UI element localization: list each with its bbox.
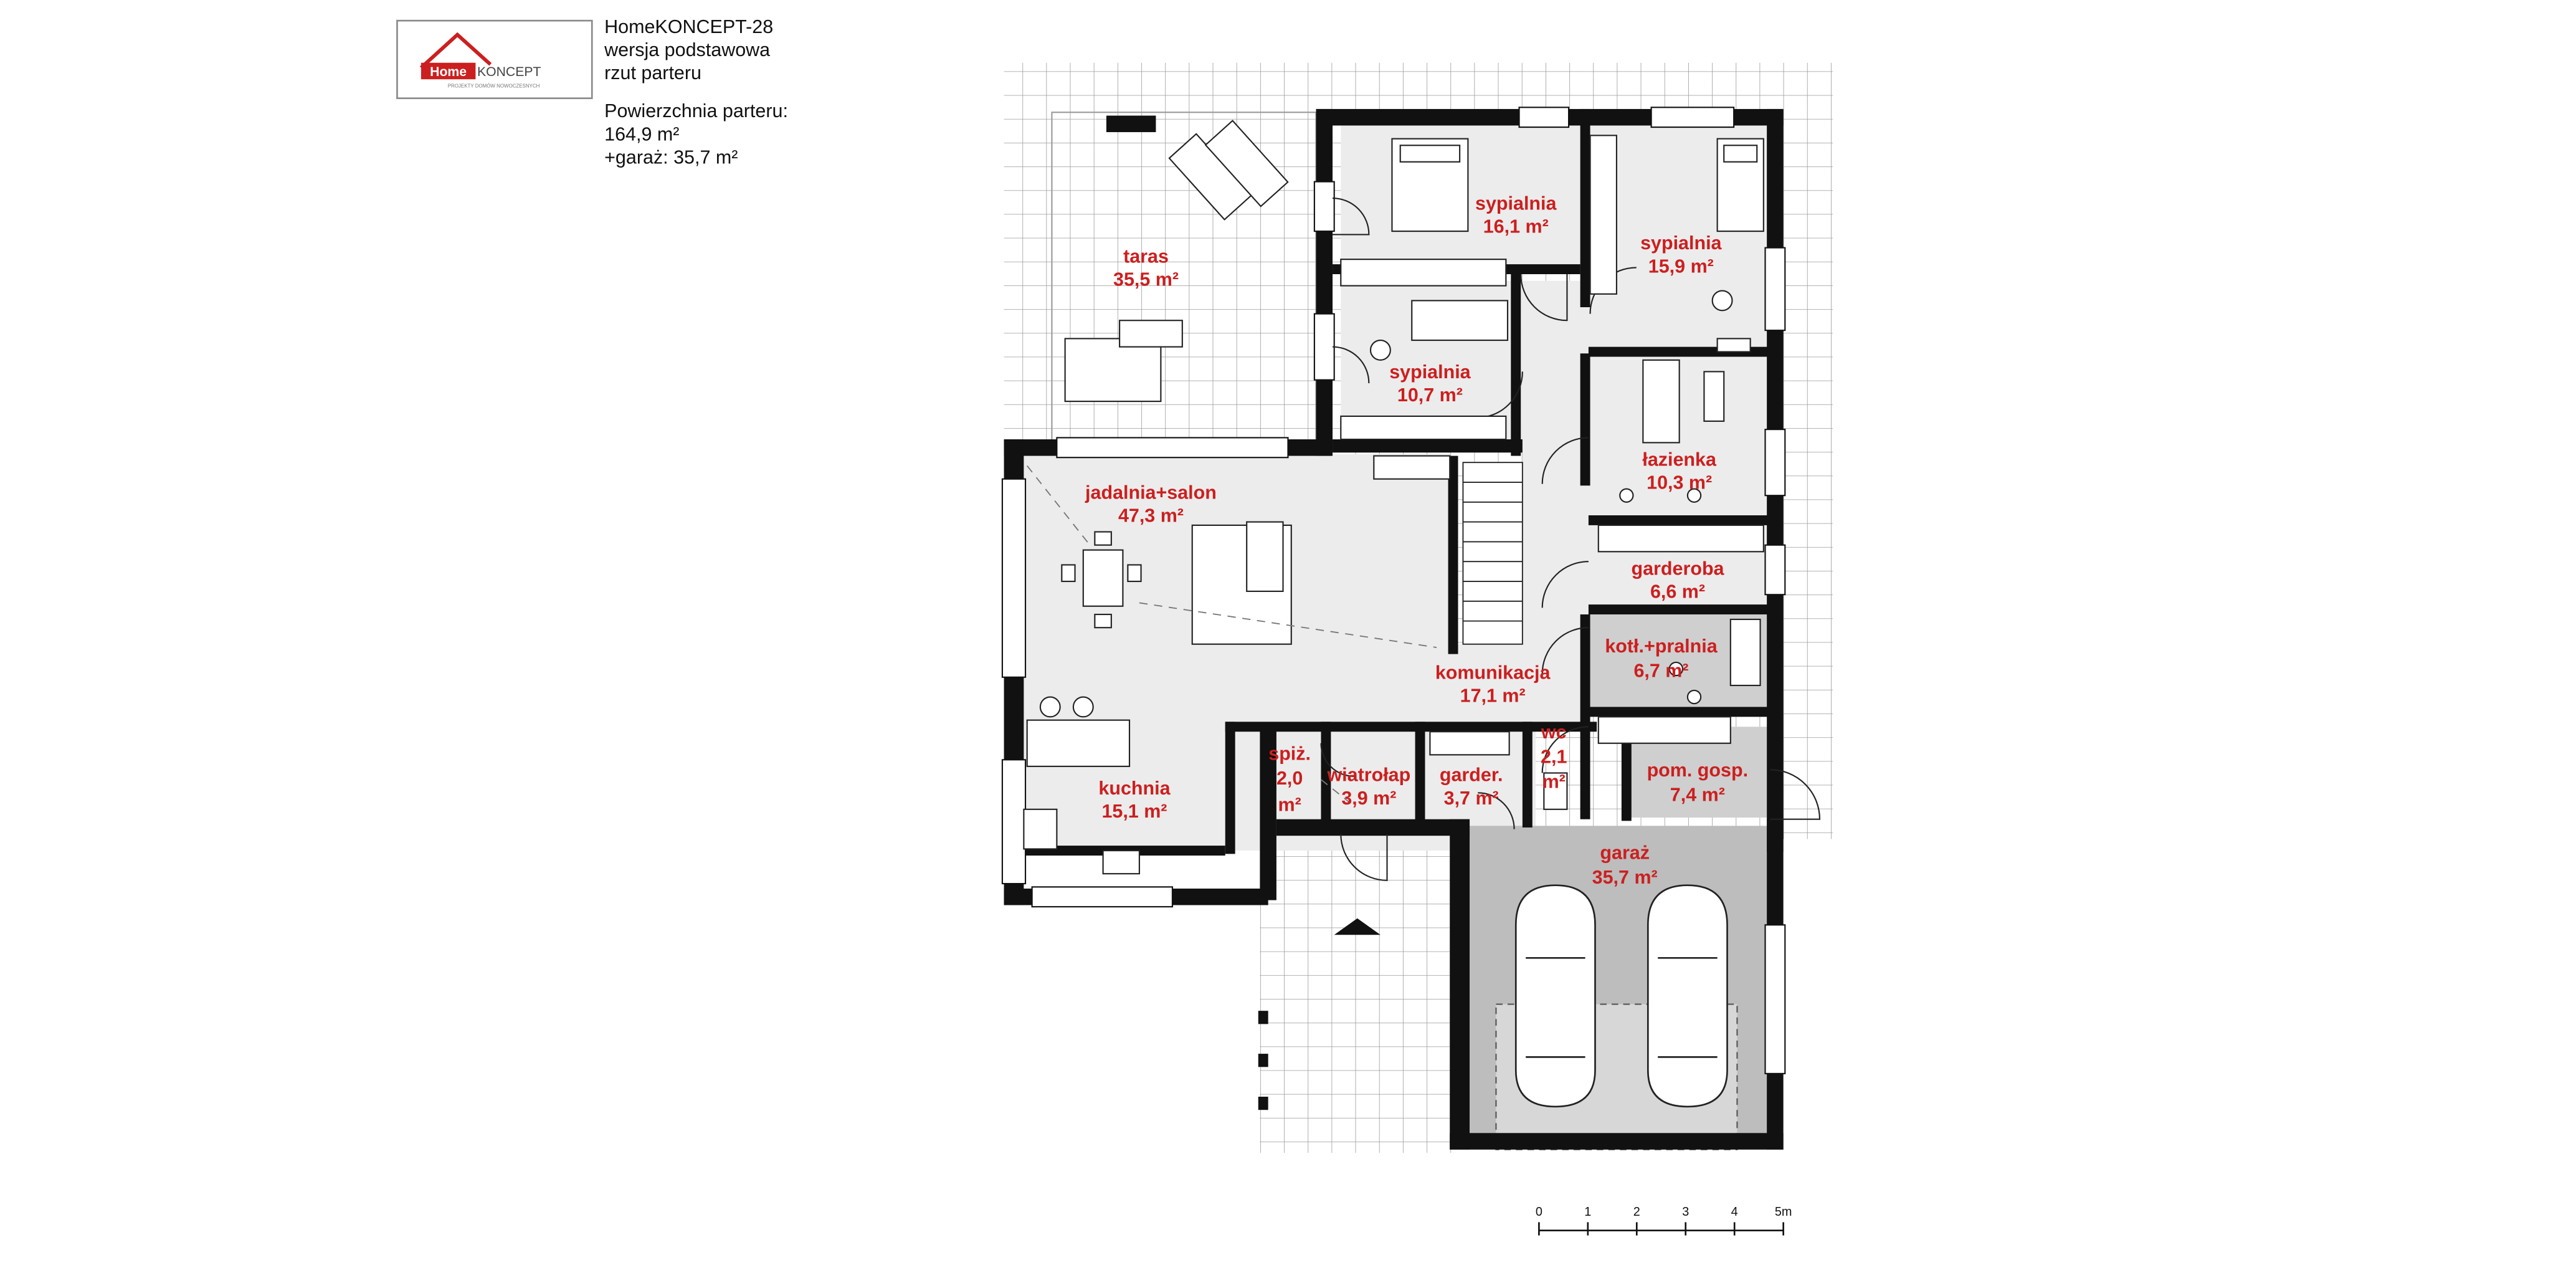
- garage-area-value: +garaż: 35,7 m²: [604, 148, 738, 169]
- scale-tick-1: 1: [1584, 1205, 1591, 1219]
- label-wc-area-a: 2,1: [1541, 747, 1567, 768]
- label-sypialnia-3-area: 10,7 m²: [1397, 384, 1463, 406]
- project-version: wersja podstawowa: [604, 41, 771, 62]
- label-wiatrolap-name: wiatrołap: [1326, 765, 1410, 786]
- communication-fill: [1450, 644, 1590, 727]
- room-labels: taras 35,5 m² sypialnia 16,1 m² sypialni…: [1085, 193, 1748, 888]
- post-2: [1258, 1054, 1268, 1067]
- homekoncept-logo: Home KONCEPT PROJEKTY DOMÓW NOWOCZESNYCH: [396, 19, 593, 100]
- garage-cabinet: [1597, 716, 1731, 744]
- label-komunikacja-name: komunikacja: [1435, 662, 1551, 683]
- car-left-windows: [1526, 957, 1585, 1058]
- post-3: [1258, 1096, 1268, 1110]
- bathroom-sink: [1703, 371, 1725, 422]
- scale-tick-0: 0: [1536, 1205, 1542, 1219]
- label-wiatrolap-area: 3,9 m²: [1341, 788, 1396, 809]
- garder-shelves: [1429, 731, 1510, 756]
- kitchen-sink: [1102, 849, 1140, 875]
- furniture: [1023, 135, 1764, 875]
- scale-tick-5: 5m: [1775, 1205, 1792, 1219]
- label-pom-gosp-name: pom. gosp.: [1647, 760, 1749, 781]
- car-right-windows: [1658, 957, 1718, 1058]
- kitchen-counter: [1373, 455, 1451, 480]
- scale-tick-4: 4: [1731, 1205, 1738, 1219]
- sun-loungers: [1168, 120, 1289, 221]
- label-taras-area: 35,5 m²: [1113, 269, 1179, 290]
- plan-name: rzut parteru: [604, 64, 702, 85]
- label-kuchnia-name: kuchnia: [1098, 778, 1171, 799]
- post-1: [1258, 1011, 1268, 1024]
- label-wc-name: wc: [1541, 722, 1567, 743]
- kitchen-island: [1026, 719, 1131, 767]
- wc-sink: [1543, 772, 1568, 810]
- label-garder-name: garder.: [1440, 765, 1503, 786]
- label-sypialnia-1-area: 16,1 m²: [1483, 216, 1549, 237]
- label-spiz-area-b: m²: [1278, 794, 1301, 815]
- logo-tagline: PROJEKTY DOMÓW NOWOCZESNYCH: [448, 83, 540, 88]
- project-info: HomeKONCEPT-28 wersja podstawowa rzut pa…: [604, 17, 788, 171]
- wardrobe-bedroom-1: [1340, 259, 1507, 287]
- doors: [1320, 198, 1821, 881]
- label-spiz-area-a: 2,0: [1276, 768, 1303, 789]
- label-garaz-name: garaż: [1600, 842, 1650, 863]
- label-spiz-name: spiż.: [1268, 743, 1311, 764]
- terrace-lounge: [1064, 338, 1162, 403]
- label-kotlownia-area: 6,7 m²: [1633, 661, 1688, 682]
- label-sypialnia-1-name: sypialnia: [1475, 193, 1557, 214]
- dining-table: [1082, 549, 1124, 607]
- project-name: HomeKONCEPT-28: [604, 18, 774, 38]
- label-garaz-area: 35,7 m²: [1592, 867, 1658, 888]
- label-komunikacja-area: 17,1 m²: [1460, 685, 1526, 707]
- area-value: 164,9 m²: [604, 125, 680, 146]
- label-lazienka-name: łazienka: [1642, 449, 1717, 470]
- stove: [1023, 808, 1058, 850]
- dashed-guides: [1026, 465, 1437, 807]
- scale-tick-3: 3: [1682, 1205, 1689, 1219]
- bathtub-bedroom-3: [1411, 300, 1509, 341]
- wardrobe-bedroom-3: [1340, 415, 1507, 441]
- terrace-table: [1119, 320, 1183, 348]
- bedroom-2-desk: [1716, 338, 1751, 353]
- label-jadalnia-name: jadalnia+salon: [1085, 482, 1217, 503]
- terrace-grill: [1106, 115, 1156, 133]
- label-garder-area: 3,7 m²: [1444, 788, 1499, 809]
- pillow-1: [1399, 145, 1461, 163]
- windows: [1001, 107, 1786, 1074]
- label-garderoba-area: 6,6 m²: [1650, 581, 1705, 603]
- entrance-path-tiles: [1260, 819, 1452, 1153]
- cars: [1514, 884, 1728, 1108]
- logo-brand-bold: Home: [430, 65, 467, 79]
- label-taras-name: taras: [1123, 246, 1169, 267]
- scale-tick-2: 2: [1633, 1205, 1640, 1219]
- washer-dryer: [1729, 618, 1761, 687]
- roof-icon: [419, 32, 492, 69]
- entrance-marker: [1334, 918, 1381, 935]
- label-jadalnia-area: 47,3 m²: [1118, 505, 1184, 527]
- area-label: Powierzchnia parteru:: [604, 102, 788, 123]
- chairs: [1039, 290, 1733, 718]
- label-kotlownia-name: kotł.+pralnia: [1605, 636, 1718, 657]
- coffee-table: [1246, 521, 1284, 592]
- label-wc-area-b: m²: [1542, 771, 1566, 792]
- label-sypialnia-3-name: sypialnia: [1389, 361, 1471, 383]
- staircase: [1462, 462, 1523, 645]
- pillow-2: [1723, 145, 1758, 163]
- label-pom-gosp-area: 7,4 m²: [1670, 785, 1725, 806]
- label-sypialnia-2-name: sypialnia: [1640, 232, 1722, 254]
- logo-graphic: Home KONCEPT PROJEKTY DOMÓW NOWOCZESNYCH: [419, 32, 541, 88]
- wardrobe-bedroom-2: [1589, 135, 1617, 295]
- car-right: [1647, 884, 1728, 1108]
- label-garderoba-name: garderoba: [1632, 558, 1725, 579]
- label-sypialnia-2-area: 15,9 m²: [1648, 255, 1714, 277]
- logo-red-plate: [421, 62, 476, 80]
- car-left: [1514, 884, 1596, 1108]
- wardrobe-shelves: [1597, 524, 1764, 553]
- label-lazienka-area: 10,3 m²: [1647, 472, 1712, 494]
- label-kuchnia-area: 15,1 m²: [1101, 801, 1167, 822]
- logo-brand-light: KONCEPT: [477, 65, 541, 79]
- bathtub: [1642, 359, 1680, 444]
- scale-bar: 0 1 2 3 4 5m: [1536, 1205, 1792, 1236]
